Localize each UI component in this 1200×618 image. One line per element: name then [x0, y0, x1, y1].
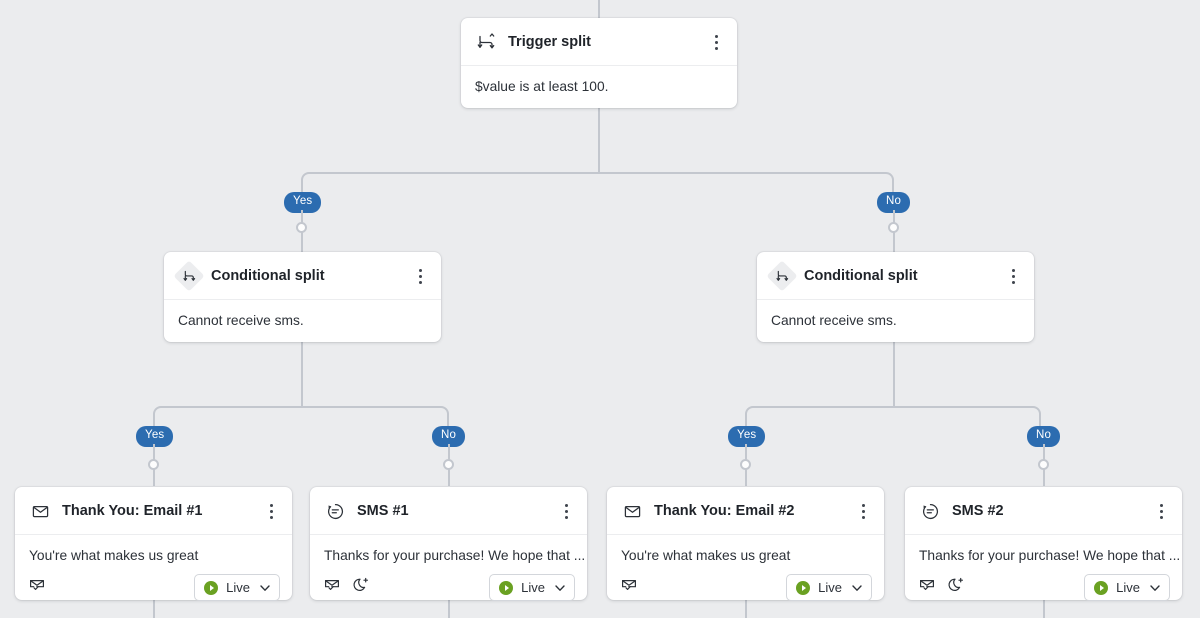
connector-trigger-no-elbow: [598, 172, 894, 194]
connector-left-yes-elbow: [153, 406, 302, 427]
branch-label-left-no: No: [432, 426, 466, 447]
sms-1-status-dropdown[interactable]: Live: [489, 574, 575, 601]
email-2-menu-icon[interactable]: [854, 501, 872, 521]
connector-email1-out: [153, 600, 155, 618]
sms-1-menu-icon[interactable]: [557, 501, 575, 521]
node-conditional-split-left[interactable]: Conditional split Cannot receive sms.: [164, 252, 441, 342]
sms-2-status-label: Live: [1116, 580, 1140, 595]
sms-1-footer: Live: [310, 563, 587, 614]
envelope-check-icon: [919, 577, 935, 598]
email-1-menu-icon[interactable]: [262, 501, 280, 521]
conditional-split-left-description: Cannot receive sms.: [178, 313, 304, 328]
conditional-split-left-header: Conditional split: [164, 252, 441, 300]
sms-2-header: SMS #2: [905, 487, 1182, 535]
connector-node-email1: [148, 459, 159, 470]
chevron-down-icon: [1150, 584, 1160, 591]
connector-right-no-elbow: [893, 406, 1041, 427]
email-2-description: You're what makes us great: [621, 548, 791, 563]
conditional-split-right-header: Conditional split: [757, 252, 1034, 300]
trigger-split-menu-icon[interactable]: [707, 32, 725, 52]
sms-2-menu-icon[interactable]: [1152, 501, 1170, 521]
envelope-icon: [29, 500, 51, 522]
email-2-status-label: Live: [818, 580, 842, 595]
chevron-down-icon: [555, 584, 565, 591]
connector-into-trigger: [598, 0, 600, 18]
trigger-split-title: Trigger split: [508, 34, 591, 50]
trigger-split-icon: [475, 31, 497, 53]
node-conditional-split-right[interactable]: Conditional split Cannot receive sms.: [757, 252, 1034, 342]
connector-node-sms2: [1038, 459, 1049, 470]
connector-right-split-out: [893, 330, 895, 406]
quiet-hours-moon-icon: [948, 577, 964, 598]
email-1-status-label: Live: [226, 580, 250, 595]
live-status-icon: [499, 580, 514, 595]
connector-node-sms1: [443, 459, 454, 470]
connector-left-split-out: [301, 330, 303, 406]
conditional-split-right-description: Cannot receive sms.: [771, 313, 897, 328]
branch-label-right-no: No: [1027, 426, 1061, 447]
email-2-title: Thank You: Email #2: [654, 503, 795, 519]
sms-2-footer: Live: [905, 563, 1182, 614]
connector-node-email2: [740, 459, 751, 470]
live-status-icon: [796, 580, 811, 595]
live-status-icon: [204, 580, 219, 595]
conditional-split-left-title: Conditional split: [211, 268, 325, 284]
connector-left-no-elbow: [301, 406, 449, 427]
sms-icon: [919, 500, 941, 522]
sms-2-status-dropdown[interactable]: Live: [1084, 574, 1170, 601]
email-2-status-dropdown[interactable]: Live: [786, 574, 872, 601]
envelope-icon: [621, 500, 643, 522]
conditional-split-right-menu-icon[interactable]: [1004, 266, 1022, 286]
email-1-title: Thank You: Email #1: [62, 503, 203, 519]
node-sms-1[interactable]: SMS #1 Thanks for your purchase! We hope…: [310, 487, 587, 601]
connector-right-yes-elbow: [745, 406, 894, 427]
sms-1-description: Thanks for your purchase! We hope that .…: [324, 548, 586, 563]
conditional-split-left-menu-icon[interactable]: [411, 266, 429, 286]
email-2-header: Thank You: Email #2: [607, 487, 884, 535]
node-email-1[interactable]: Thank You: Email #1 You're what makes us…: [15, 487, 292, 601]
email-1-status-dropdown[interactable]: Live: [194, 574, 280, 601]
node-trigger-split[interactable]: Trigger split $value is at least 100.: [461, 18, 737, 108]
node-email-2[interactable]: Thank You: Email #2 You're what makes us…: [607, 487, 884, 601]
trigger-split-header: Trigger split: [461, 18, 737, 66]
envelope-check-icon: [324, 577, 340, 598]
email-1-header: Thank You: Email #1: [15, 487, 292, 535]
sms-1-header: SMS #1: [310, 487, 587, 535]
sms-icon: [324, 500, 346, 522]
email-2-footer: Live: [607, 563, 884, 614]
branch-label-left-yes: Yes: [136, 426, 174, 447]
branch-label-trigger-no: No: [877, 192, 911, 213]
connector-email2-out: [745, 600, 747, 618]
email-1-description: You're what makes us great: [29, 548, 199, 563]
email-1-footer: Live: [15, 563, 292, 614]
sms-2-title: SMS #2: [952, 503, 1004, 519]
live-status-icon: [1094, 580, 1109, 595]
node-sms-2[interactable]: SMS #2 Thanks for your purchase! We hope…: [905, 487, 1182, 601]
conditional-split-icon: [178, 265, 200, 287]
quiet-hours-moon-icon: [353, 577, 369, 598]
envelope-check-icon: [29, 577, 45, 598]
trigger-split-description: $value is at least 100.: [475, 79, 609, 94]
conditional-split-right-title: Conditional split: [804, 268, 918, 284]
branch-label-right-yes: Yes: [728, 426, 766, 447]
connector-trigger-out: [598, 97, 600, 173]
chevron-down-icon: [260, 584, 270, 591]
connector-node-no: [888, 222, 899, 233]
conditional-split-icon: [771, 265, 793, 287]
connector-sms1-out: [448, 600, 450, 618]
sms-2-description: Thanks for your purchase! We hope that .…: [919, 548, 1181, 563]
connector-trigger-yes-elbow: [301, 172, 599, 194]
sms-1-status-label: Live: [521, 580, 545, 595]
connector-sms2-out: [1043, 600, 1045, 618]
sms-1-title: SMS #1: [357, 503, 409, 519]
chevron-down-icon: [852, 584, 862, 591]
envelope-check-icon: [621, 577, 637, 598]
branch-label-trigger-yes: Yes: [284, 192, 322, 213]
connector-node-yes: [296, 222, 307, 233]
